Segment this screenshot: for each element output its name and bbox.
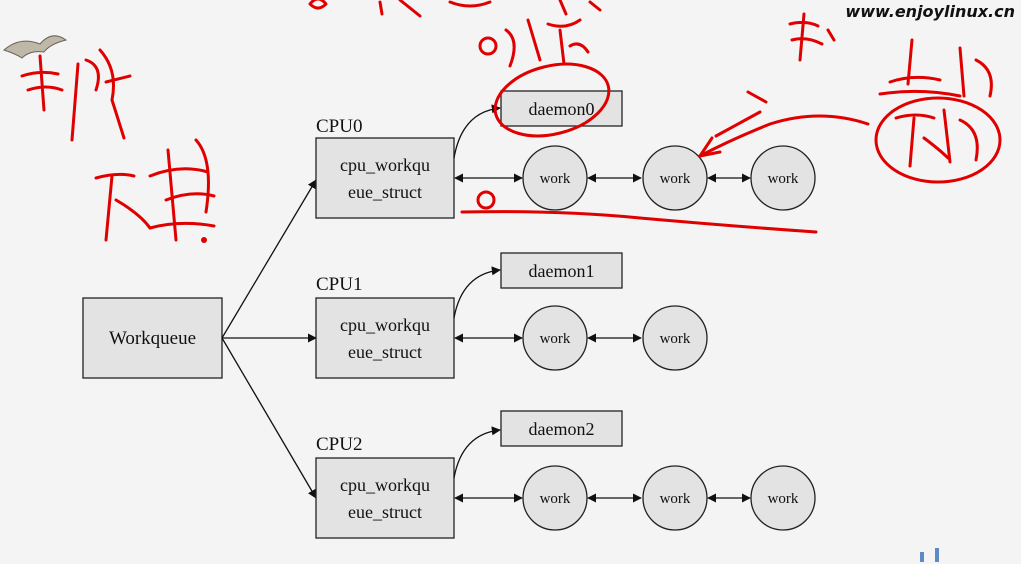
cpu1-work-1 [522,305,588,371]
cpu1-work-1-label: work [540,331,571,347]
workqueue-label: Workqueue [109,328,196,349]
cpu0-work-2-label: work [660,171,691,187]
corner-mark-icon [920,548,939,562]
cpu0-work-3 [750,145,816,211]
cpu2-work-2-label: work [660,491,691,507]
cpu0-work-3-label: work [768,171,799,187]
cpu2-work-3 [750,465,816,531]
cpu2-label: CPU2 [316,434,362,455]
cpu2-work-1-label: work [540,491,571,507]
cpu2-work-3-label: work [768,491,799,507]
cpu2-struct-line2: eue_struct [348,502,422,522]
cpu0-group: CPU0 cpu_workqu eue_struct daemon0 work … [315,90,816,219]
cpu2-daemon-label: daemon2 [529,419,595,439]
cpu0-struct-box [315,137,455,219]
watermark-url: www.enjoylinux.cn [845,2,1015,21]
cpu1-struct-box [315,297,455,379]
cpu0-label: CPU0 [316,116,362,137]
cpu2-group: CPU2 cpu_workqu eue_struct daemon2 work … [315,410,816,539]
handwritten-annotations [20,0,1002,243]
cpu0-work-1-label: work [540,171,571,187]
bird-icon [3,35,68,59]
cpu1-daemon-label: daemon1 [529,261,595,281]
cpu2-work-1 [522,465,588,531]
cpu1-label: CPU1 [316,274,362,295]
cpu1-struct-line2: eue_struct [348,342,422,362]
cpu1-daemon-box [500,252,623,289]
cpu0-work-2 [642,145,708,211]
cpu1-group: CPU1 cpu_workqu eue_struct daemon1 work … [315,252,708,379]
cpu2-struct-line1: cpu_workqu [340,475,430,495]
workqueue-node: Workqueue [82,297,223,379]
cpu2-struct-box [315,457,455,539]
cpu1-work-2-label: work [660,331,691,347]
cpu0-struct-line1: cpu_workqu [340,155,430,175]
cpu1-work-2 [642,305,708,371]
cpu2-daemon-box [500,410,623,447]
cpu0-struct-line2: eue_struct [348,182,422,202]
cpu0-daemon-label: daemon0 [529,99,595,119]
cpu0-work-1 [522,145,588,211]
cpu2-work-2 [642,465,708,531]
root-connectors [221,179,317,499]
cpu1-struct-line1: cpu_workqu [340,315,430,335]
